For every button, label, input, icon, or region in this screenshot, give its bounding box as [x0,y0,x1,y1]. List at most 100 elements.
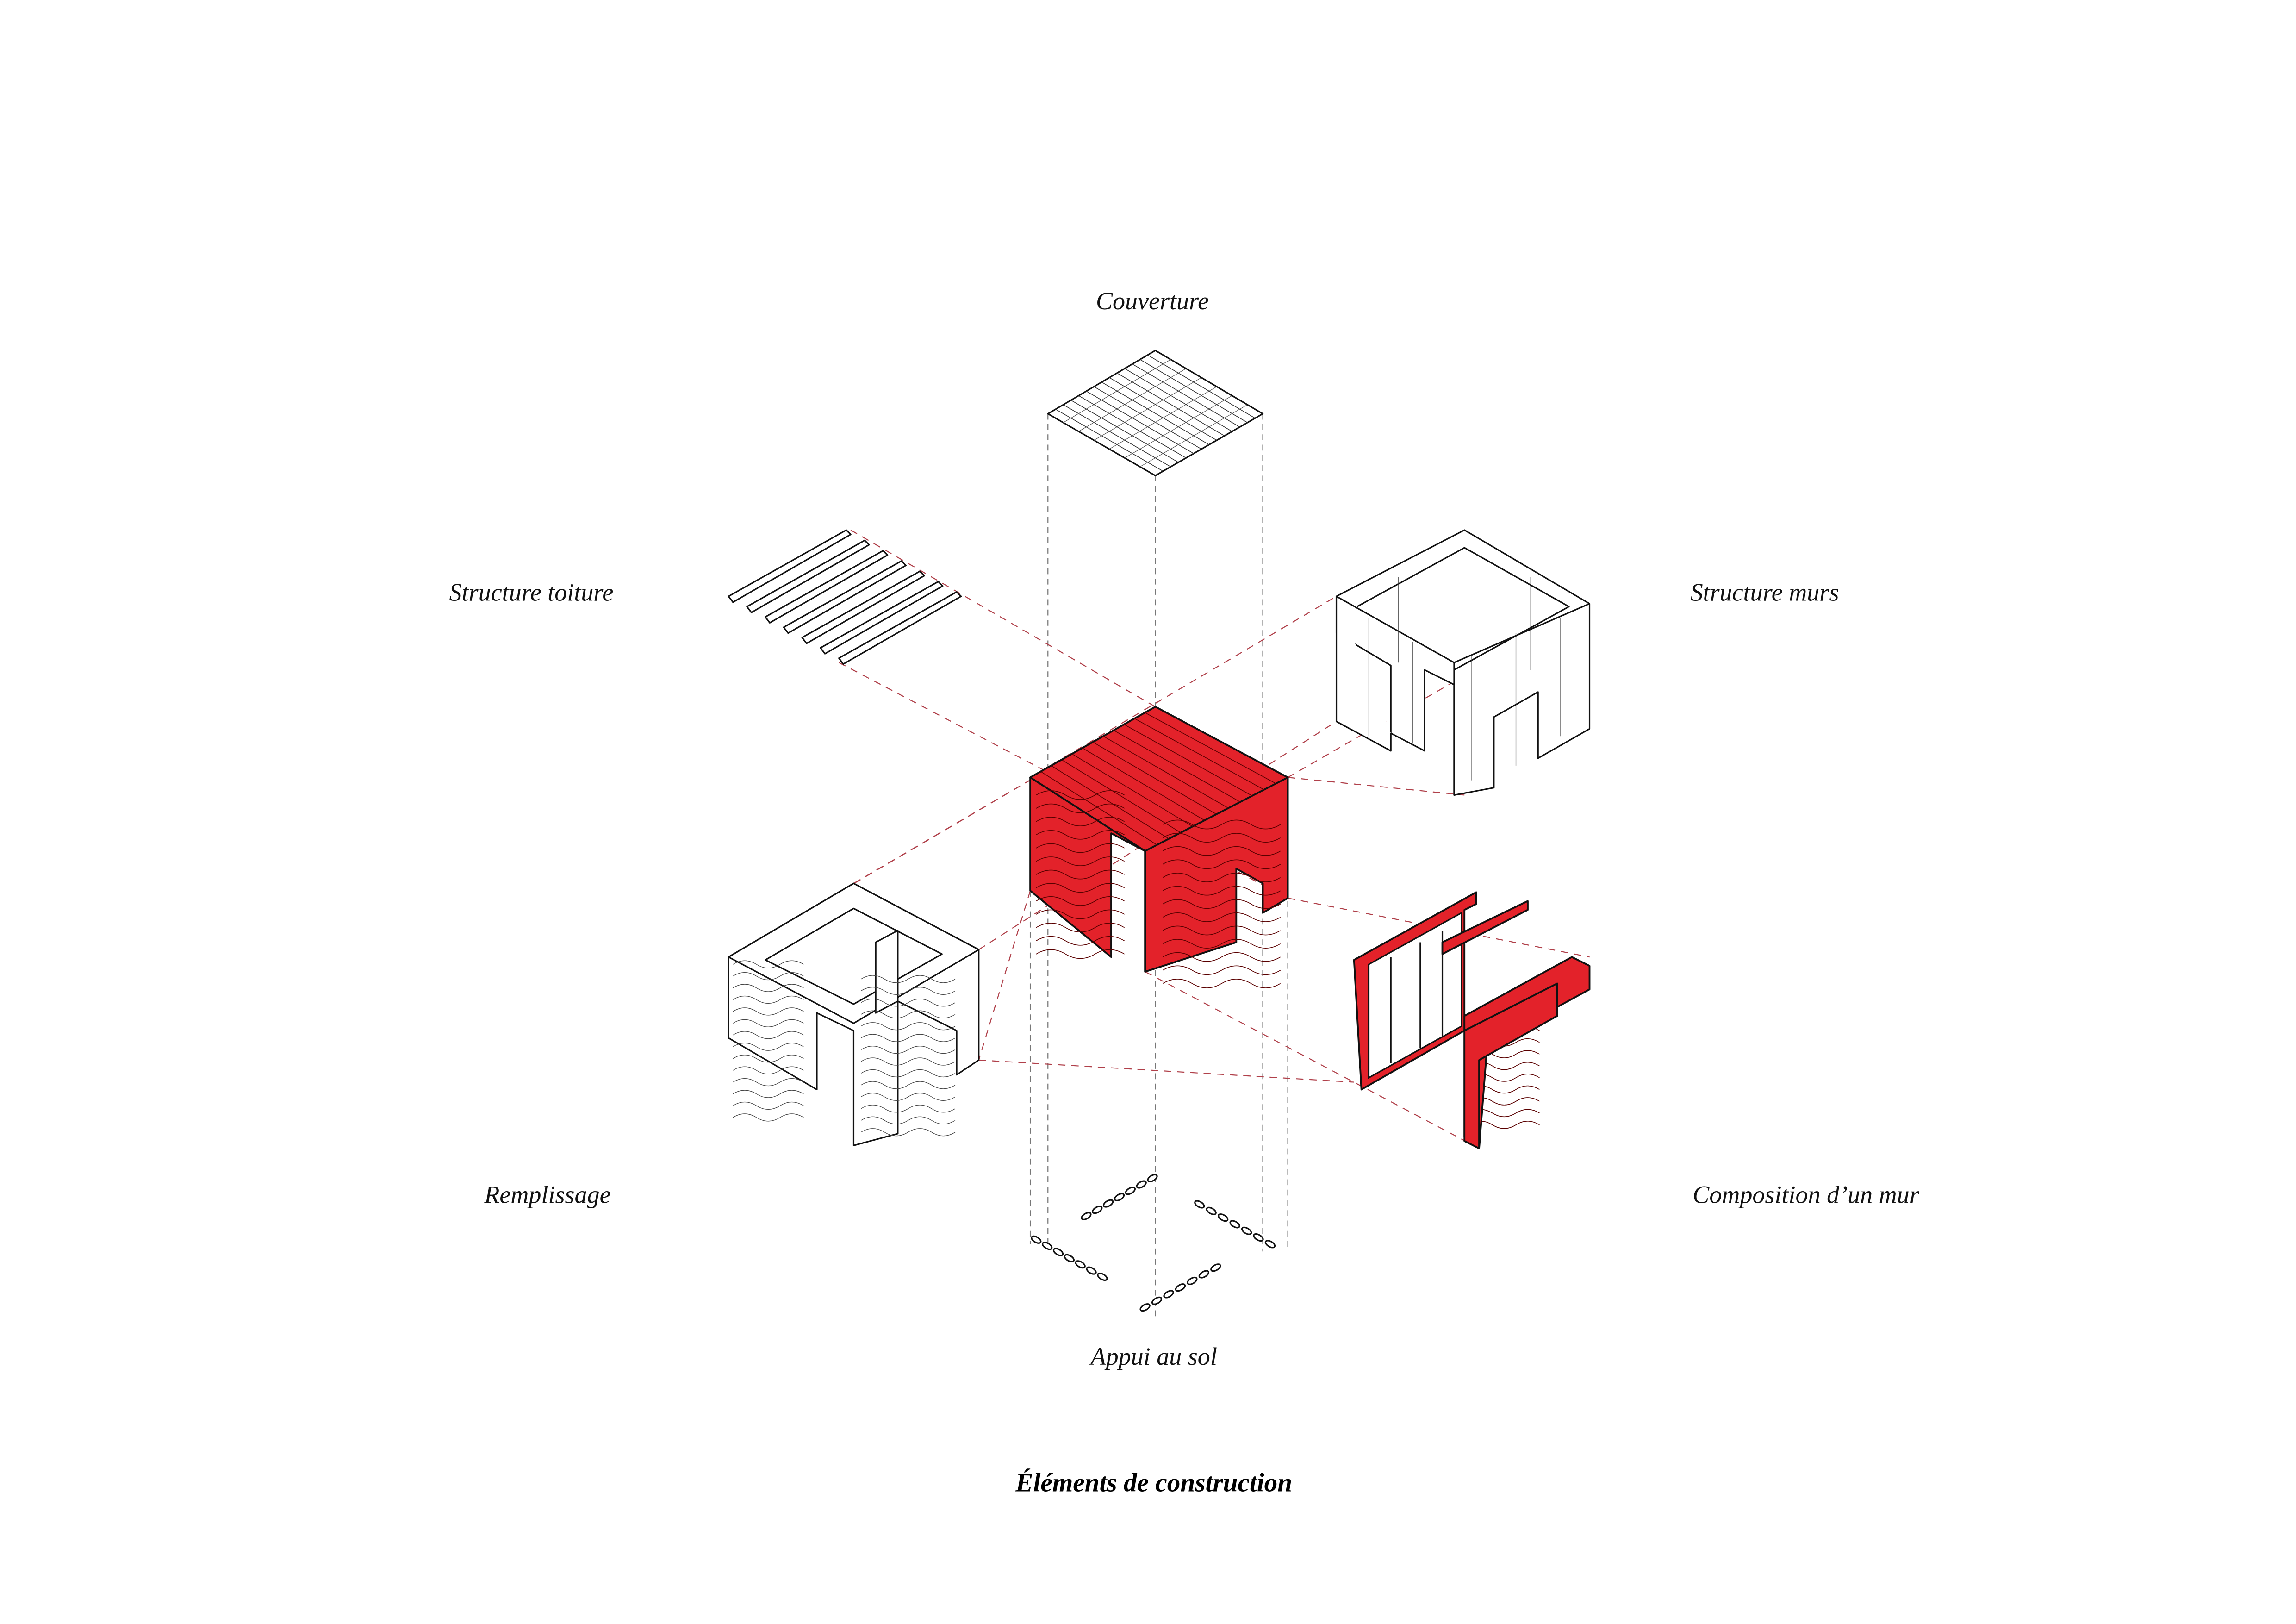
stone-pattern [733,1031,804,1039]
stone-pattern [1036,896,1125,906]
roof-tile-line [1132,363,1240,428]
ground-support-pad [1147,1174,1158,1182]
infill-walls [728,882,980,1146]
roof-beam [838,591,962,665]
roof-grid-line [1071,753,1193,827]
stone-pattern [861,1010,956,1018]
diagram-title: Éléments de construction [1015,1468,1292,1498]
stone-pattern [1036,869,1125,880]
stone-pattern [733,1043,804,1051]
stone-pattern [733,972,804,981]
roof-grid-line [1051,765,1169,839]
stone-pattern [1036,843,1125,853]
stone-pattern [861,975,956,983]
roof-tile-line [1117,373,1225,437]
stone-pattern [1036,936,1125,946]
roof-grid-line [1145,712,1276,784]
stone-pattern [861,1022,956,1031]
roof-covering [1047,350,1264,476]
roof-tile-line [1101,381,1209,445]
stone-pattern [733,1019,804,1027]
stone-pattern [861,1034,956,1042]
roof-tile-line [1139,359,1248,423]
label-composition-mur: Composition d’un mur [1692,1181,1919,1208]
roof-tile-line [1124,395,1232,458]
ground-support-pad [1086,1266,1097,1275]
stone-pattern [1162,859,1281,869]
roof-grid-line [1092,742,1217,815]
ground-support-pad [1175,1283,1186,1292]
ground-support-pad [1075,1260,1086,1269]
ground-support-pad [1187,1276,1198,1285]
stone-pattern [1162,886,1281,896]
roof-tile-line [1109,386,1217,450]
stone-pattern [1036,803,1125,813]
ground-support-pad [1253,1233,1264,1242]
roof-tile-line [1094,386,1202,450]
stone-pattern [861,1081,956,1089]
stone-pattern [1162,912,1281,922]
stone-pattern [1162,979,1281,988]
stone-pattern [861,987,956,995]
roof-grid-line [1134,718,1264,790]
stone-pattern [861,1057,956,1066]
ground-support-pad [1241,1226,1252,1235]
stone-pattern [1036,909,1125,919]
ground-support-pad [1210,1263,1221,1272]
ground-support-pad [1097,1272,1108,1281]
ground-support-pad [1092,1206,1103,1214]
stone-pattern [733,984,804,992]
ground-support-pad [1139,1303,1151,1312]
roof-beam [783,560,907,634]
roof-tile-line [1124,368,1232,432]
roof-tile-line [1055,409,1164,472]
ground-support-pad [1102,1199,1114,1208]
stone-pattern [1162,952,1281,962]
stone-pattern [1162,939,1281,949]
wall-structure-frame [1335,529,1591,796]
stone-pattern [733,960,804,968]
roof-grid-line [1103,736,1229,809]
roof-tile-line [1086,391,1194,454]
roof-structure-beams [728,529,962,665]
roof-beam [765,550,889,624]
ground-support-pad [1136,1180,1147,1189]
roof-tile-line [1078,395,1187,458]
stone-pattern [1036,949,1125,959]
ground-support-pad [1264,1240,1276,1249]
roof-tile-line [1063,404,1171,467]
ground-support-pad [1114,1193,1125,1201]
stone-pattern [861,1116,956,1124]
stone-pattern [1162,899,1281,909]
stone-pattern [733,1078,804,1087]
stone-pattern [1036,790,1125,800]
stone-pattern [1162,819,1281,830]
stone-pattern [733,1066,804,1074]
ground-support-pad [1052,1248,1064,1256]
ground-support-pad [1194,1200,1205,1209]
ground-support-pad [1163,1290,1174,1299]
roof-tile-line [1147,355,1256,419]
label-couverture: Couverture [1096,287,1209,315]
stone-pattern [861,1069,956,1078]
stone-pattern [1036,830,1125,840]
stone-pattern [733,1113,804,1122]
ground-support-pad [1064,1254,1075,1262]
stone-pattern [733,995,804,1004]
roof-grid-line [1124,724,1252,796]
ground-supports [1031,1174,1276,1312]
ground-support-pad [1218,1213,1229,1222]
roof-tile-line [1139,404,1248,467]
stone-pattern [861,999,956,1007]
roof-beam [746,539,870,613]
stone-pattern [861,1046,956,1054]
roof-beam [820,581,944,655]
ground-support-pad [1081,1212,1092,1220]
stone-pattern [733,1090,804,1098]
stone-pattern [1162,965,1281,975]
ground-support-pad [1031,1235,1042,1244]
roof-grid-line [1113,730,1241,802]
label-structure-toiture: Structure toiture [449,579,614,606]
roof-tile-line [1109,377,1217,441]
